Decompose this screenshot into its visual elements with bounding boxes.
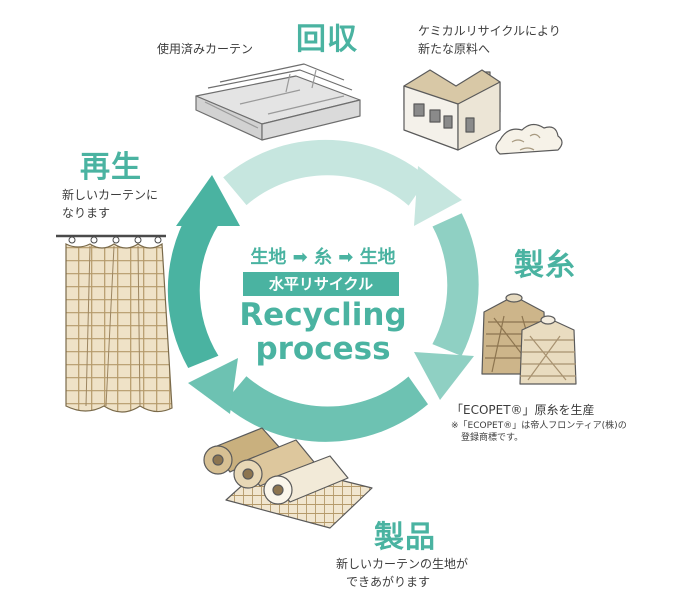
ring-arrowhead-right bbox=[414, 352, 474, 400]
step-note-collect: 使用済みカーテン bbox=[157, 42, 254, 56]
step-footnote-spin-line-2: 登録商標です。 bbox=[461, 433, 524, 443]
step-note-product-line-2: できあがります bbox=[346, 575, 431, 589]
step-note-chemical-line-2: 新たな原料へ bbox=[418, 42, 491, 56]
recycling-ring bbox=[167, 139, 479, 442]
step-title-regen: 再生 bbox=[80, 150, 142, 185]
step-note-regen-line-2: なります bbox=[62, 206, 111, 220]
ring-segment-left bbox=[167, 212, 219, 368]
step-footnote-spin-line-1: ※「ECOPET®」は帝人フロンティア(株)の bbox=[451, 421, 627, 431]
center-flow-label: 生地 ➡ 糸 ➡ 生地 bbox=[250, 247, 396, 268]
ring-arrowhead-left bbox=[176, 175, 240, 226]
step-note-regen-line-1: 新しいカーテンに bbox=[62, 188, 159, 202]
step-note-chemical-line-1: ケミカルリサイクルにより bbox=[418, 24, 561, 38]
folded-curtain-icon bbox=[195, 63, 361, 141]
step-title-product: 製品 bbox=[374, 520, 436, 555]
yarn-cone-icon bbox=[481, 293, 577, 385]
ring-segment-bottom bbox=[223, 376, 428, 442]
ring-arrowhead-top bbox=[414, 166, 462, 226]
center-title: Recycling process bbox=[239, 297, 407, 367]
step-note-regen: 新しいカーテンに なります bbox=[62, 186, 158, 222]
hanging-curtain-icon bbox=[56, 234, 173, 413]
step-note-product: 新しいカーテンの生地が できあがります bbox=[336, 555, 468, 591]
step-footnote-spin: ※「ECOPET®」は帝人フロンティア(株)の 登録商標です。 bbox=[451, 420, 627, 444]
step-note-product-line-1: 新しいカーテンの生地が bbox=[336, 557, 469, 571]
factory-icon bbox=[403, 69, 563, 155]
ring-segment-top bbox=[223, 139, 429, 206]
step-note-spin: 「ECOPET®」原糸を生産 bbox=[451, 403, 595, 417]
fabric-roll-icon bbox=[203, 427, 373, 529]
step-note-chemical: ケミカルリサイクルにより 新たな原料へ bbox=[418, 22, 561, 58]
ring-segment-right bbox=[432, 213, 479, 356]
center-tag: 水平リサイクル bbox=[243, 272, 399, 296]
step-title-spin: 製糸 bbox=[514, 248, 576, 283]
step-title-collect: 回収 bbox=[296, 22, 358, 57]
ring-arrowhead-bottom bbox=[188, 358, 238, 414]
